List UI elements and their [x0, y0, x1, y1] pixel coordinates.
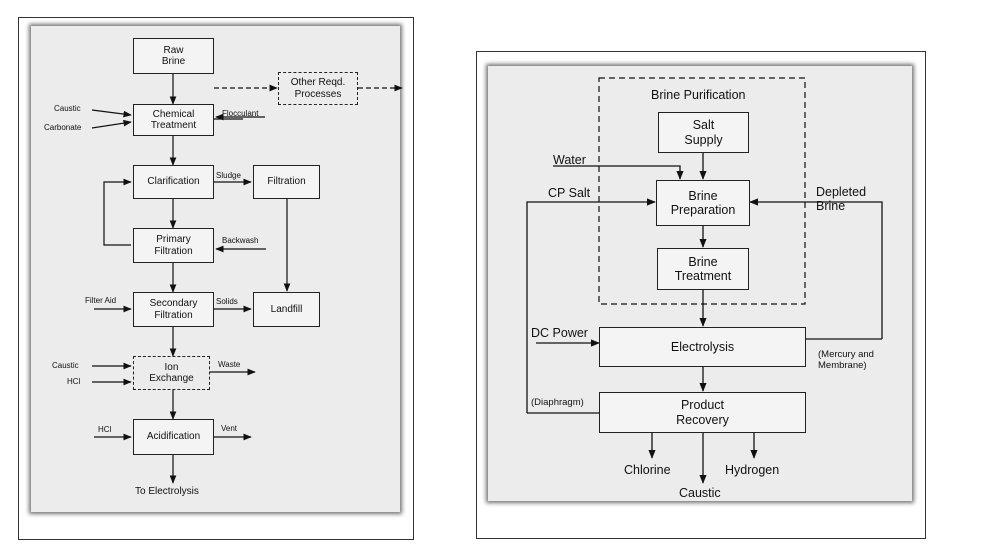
raw-brine-label: Raw Brine: [161, 44, 186, 68]
hcl-input-label-1: HCl: [67, 377, 81, 386]
primary-filtration-label: Primary Filtration: [154, 234, 193, 257]
product-recovery-label: Product Recovery: [676, 398, 729, 427]
hydrogen-output-label: Hydrogen: [725, 463, 780, 477]
brine-purification-title: Brine Purification: [651, 88, 746, 102]
secondary-filtration-label: Secondary Filtration: [149, 298, 198, 321]
chemical-treatment-label: Chemical Treatment: [150, 108, 197, 132]
brine-preparation-box: Brine Preparation: [656, 180, 750, 226]
electrolysis-box: Electrolysis: [599, 327, 806, 367]
chlorine-output-label: Chlorine: [624, 463, 671, 477]
landfill-box: Landfill: [253, 292, 320, 327]
primary-filtration-box: Primary Filtration: [133, 228, 214, 263]
other-processes-box: Other Reqd. Processes: [278, 72, 358, 105]
other-processes-label: Other Reqd. Processes: [290, 77, 346, 100]
brine-treatment-box: Brine Treatment: [657, 248, 749, 290]
ion-exchange-box: Ion Exchange: [133, 356, 210, 390]
hcl-input-label-2: HCl: [98, 425, 112, 434]
depleted-brine-label: Depleted Brine: [816, 185, 867, 214]
brine-preparation-label: Brine Preparation: [670, 188, 736, 217]
filtration-label: Filtration: [267, 176, 306, 188]
dc-power-input-label: DC Power: [531, 326, 588, 340]
acidification-box: Acidification: [133, 419, 214, 455]
cp-salt-label: CP Salt: [548, 186, 591, 200]
water-input-label: Water: [553, 153, 586, 167]
salt-supply-label: Salt Supply: [684, 118, 723, 147]
chemical-treatment-box: Chemical Treatment: [133, 104, 214, 136]
waste-output-label: Waste: [218, 360, 241, 369]
brine-treatment-label: Brine Treatment: [674, 254, 732, 283]
landfill-label: Landfill: [270, 303, 303, 315]
raw-brine-box: Raw Brine: [133, 38, 214, 74]
acidification-label: Acidification: [146, 431, 201, 443]
caustic-input-label-2: Caustic: [52, 361, 79, 370]
carbonate-input-label: Carbonate: [44, 123, 82, 132]
to-electrolysis-label: To Electrolysis: [135, 486, 199, 497]
caustic-output-label: Caustic: [679, 486, 721, 500]
sludge-label: Sludge: [216, 171, 241, 180]
clarification-box: Clarification: [133, 165, 214, 199]
left-diagram-panel: [31, 26, 400, 512]
mercury-membrane-label: (Mercury and Membrane): [818, 349, 874, 371]
ion-exchange-label: Ion Exchange: [149, 361, 194, 385]
secondary-filtration-box: Secondary Filtration: [133, 292, 214, 327]
diaphragm-label: (Diaphragm): [531, 397, 584, 408]
caustic-input-label-1: Caustic: [54, 104, 81, 113]
flocculant-input-label: Flocculant: [222, 109, 259, 118]
product-recovery-box: Product Recovery: [599, 392, 806, 433]
backwash-input-label: Backwash: [222, 236, 259, 245]
filter-aid-input-label: Filter Aid: [85, 296, 117, 305]
vent-output-label: Vent: [221, 424, 238, 433]
clarification-label: Clarification: [147, 176, 200, 188]
electrolysis-label: Electrolysis: [670, 339, 735, 354]
solids-label: Solids: [216, 297, 238, 306]
filtration-box: Filtration: [253, 165, 320, 199]
salt-supply-box: Salt Supply: [658, 112, 749, 153]
